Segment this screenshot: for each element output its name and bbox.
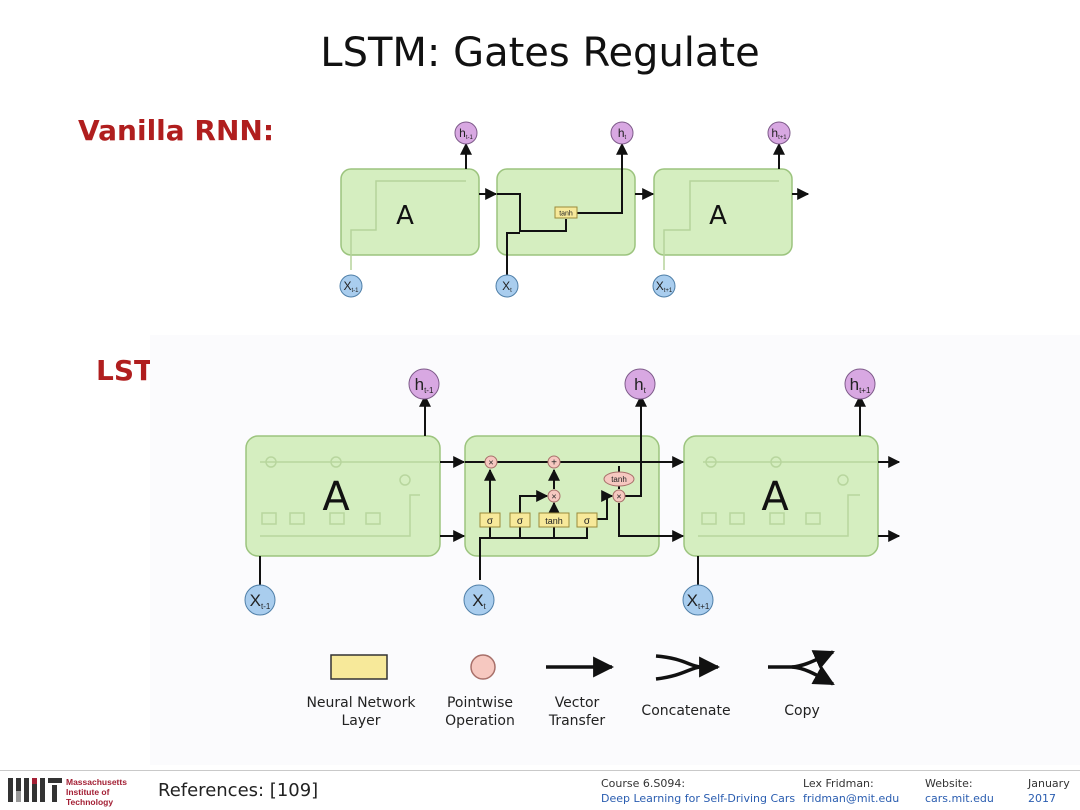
- lstm-output-next-main: h: [850, 375, 859, 394]
- vanilla-input-current-main: X: [502, 279, 510, 293]
- svg-text:Xt-1: Xt-1: [250, 591, 271, 611]
- lstm-cell-next-label: A: [761, 474, 789, 520]
- concatenate-icon: [655, 654, 721, 681]
- legend-icons: [330, 650, 835, 686]
- svg-text:ht-1: ht-1: [459, 126, 473, 141]
- lstm-output-prev-main: h: [415, 375, 424, 394]
- lstm-input-prev-main: X: [250, 591, 261, 610]
- vanilla-inputs: Xt-1 Xt Xt+1: [339, 274, 676, 298]
- vanilla-cell-next-label: A: [709, 201, 727, 231]
- course-label: Course 6.S094:: [601, 777, 686, 790]
- vanilla-output-current-sub: t: [625, 135, 627, 141]
- vanilla-tanh-layer: [554, 206, 578, 219]
- lstm-cell-prev: [245, 435, 441, 557]
- legend-vector-transfer: Vector Transfer: [532, 694, 622, 730]
- legend-nn-layer-line2: Layer: [341, 713, 381, 729]
- vanilla-input-prev-sub: t-1: [352, 288, 360, 294]
- lstm-cell-next: [683, 435, 879, 557]
- lstm-cell-prev-label: A: [322, 474, 350, 520]
- vanilla-rnn-label: Vanilla RNN:: [78, 114, 275, 147]
- svg-text:ht+1: ht+1: [850, 375, 871, 395]
- lstm-pointwise-input: ×: [551, 492, 556, 502]
- author-email: fridman@mit.edu: [803, 792, 900, 805]
- date-month: January: [1028, 777, 1070, 790]
- legend-pointwise-line2: Operation: [445, 713, 515, 729]
- svg-text:Xt: Xt: [502, 279, 512, 294]
- lstm-pointwise-tanh: tanh: [611, 475, 627, 484]
- legend-copy: Copy: [762, 702, 842, 720]
- mit-name: Massachusetts Institute of Technology: [66, 777, 127, 807]
- lstm-layer-tanh: tanh: [545, 516, 563, 526]
- lstm-input-next-sub: t+1: [698, 602, 710, 611]
- legend-concatenate-line1: Concatenate: [641, 703, 731, 719]
- mit-name-line1: Massachusetts: [66, 777, 127, 787]
- vanilla-rnn-diagram: A A tanh ht-1 ht ht+1 Xt-1: [339, 121, 810, 298]
- lstm-layer-input-sigma: σ: [517, 516, 524, 527]
- legend-nn-layer: Neural Network Layer: [296, 694, 426, 730]
- lstm-layer-forget-sigma: σ: [487, 516, 494, 527]
- lstm-pointwise-add: +: [551, 458, 557, 469]
- lstm-input-prev-sub: t-1: [261, 602, 271, 611]
- lstm-diagram: A A: [244, 368, 901, 616]
- legend-concatenate: Concatenate: [630, 702, 742, 720]
- vanilla-tanh-label: tanh: [559, 211, 573, 218]
- vanilla-input-next-sub: t+1: [664, 288, 673, 294]
- lstm-faded-internals: [260, 456, 878, 537]
- vanilla-output-current-main: h: [618, 126, 625, 140]
- vanilla-outputs: ht-1 ht ht+1: [454, 121, 791, 145]
- lstm-input-next-main: X: [687, 591, 698, 610]
- lstm-output-prev-sub: t-1: [424, 386, 434, 395]
- mit-logo-icon: [8, 778, 62, 802]
- nn-layer-icon: [330, 654, 388, 680]
- svg-text:Xt-1: Xt-1: [343, 279, 359, 294]
- footer-divider: [0, 770, 1080, 771]
- lstm-layers: σ σ tanh σ: [479, 512, 598, 528]
- mit-name-line2: Institute of: [66, 787, 110, 797]
- copy-icon: [768, 650, 835, 686]
- lstm-outputs: ht-1 ht ht+1: [408, 368, 876, 400]
- svg-text:Xt: Xt: [472, 591, 486, 611]
- vanilla-output-next-sub: t+1: [778, 135, 787, 141]
- vanilla-cell-prev-label: A: [396, 201, 414, 231]
- lstm-input-current-sub: t: [484, 602, 487, 611]
- lstm-layer-output-sigma: σ: [584, 516, 591, 527]
- vanilla-output-next-main: h: [771, 126, 778, 140]
- vanilla-input-current-sub: t: [510, 288, 512, 294]
- svg-text:ht: ht: [618, 126, 627, 141]
- date-year: 2017: [1028, 792, 1056, 805]
- legend-copy-line1: Copy: [784, 703, 820, 719]
- slide-title: LSTM: Gates Regulate: [320, 30, 760, 76]
- svg-text:ht-1: ht-1: [415, 375, 434, 395]
- references: References: [109]: [158, 780, 319, 801]
- svg-text:ht: ht: [634, 375, 646, 395]
- svg-text:Xt+1: Xt+1: [687, 591, 710, 611]
- lstm-pointwise-forget: ×: [488, 458, 493, 468]
- lstm-inputs: Xt-1 Xt Xt+1: [244, 584, 714, 616]
- vanilla-cell-next: [653, 168, 793, 256]
- mit-name-line3: Technology: [66, 797, 114, 807]
- lstm-pointwise-output: ×: [616, 492, 621, 502]
- lstm-output-current-main: h: [634, 375, 643, 394]
- svg-text:ht+1: ht+1: [771, 126, 787, 141]
- rnn-lstm-diagram: A A tanh ht-1 ht ht+1 Xt-1: [244, 121, 901, 686]
- course-value: Deep Learning for Self-Driving Cars: [601, 792, 796, 805]
- legend-vector-line1: Vector: [554, 695, 600, 711]
- lstm-pointwise-ops: × + × × tanh: [484, 455, 635, 503]
- lstm-output-current-sub: t: [644, 386, 647, 395]
- legend-vector-line2: Transfer: [548, 713, 606, 729]
- legend-pointwise: Pointwise Operation: [430, 694, 530, 730]
- vanilla-input-next-main: X: [656, 279, 664, 293]
- legend-nn-layer-line1: Neural Network: [306, 695, 416, 711]
- lstm-input-current-main: X: [472, 591, 483, 610]
- website-label: Website:: [925, 777, 973, 790]
- legend-pointwise-line1: Pointwise: [446, 695, 513, 711]
- vanilla-output-prev-main: h: [459, 126, 466, 140]
- svg-text:Xt+1: Xt+1: [656, 279, 673, 294]
- vanilla-input-prev-main: X: [343, 279, 351, 293]
- author-label: Lex Fridman:: [803, 777, 874, 790]
- vanilla-output-prev-sub: t-1: [466, 135, 474, 141]
- pointwise-op-icon: [470, 654, 496, 680]
- website-link[interactable]: cars.mit.edu: [925, 792, 994, 805]
- lstm-output-next-sub: t+1: [859, 386, 871, 395]
